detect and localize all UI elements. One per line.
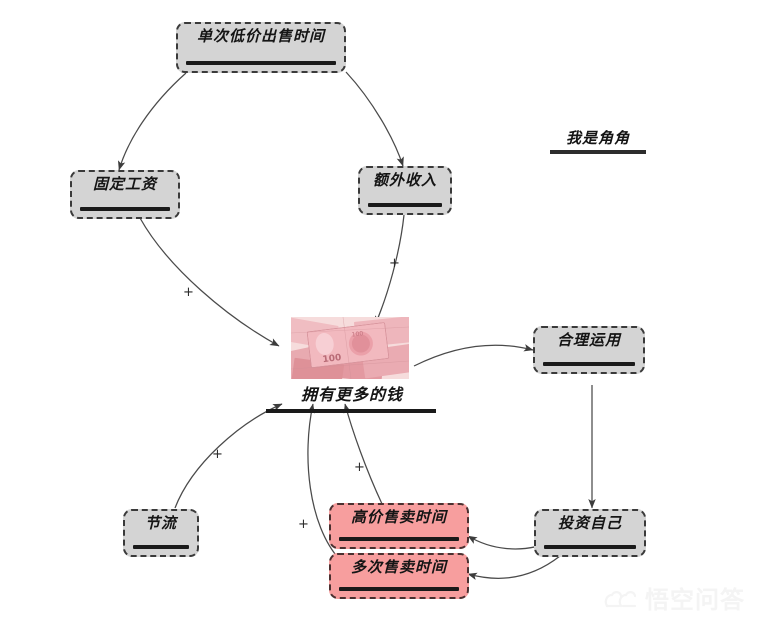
node-have-more-money-caption: 拥有更多的钱: [279, 385, 425, 404]
node-underline: [266, 409, 436, 413]
edge-sign-plus-high-price: +: [354, 460, 365, 475]
node-label: 节流: [144, 514, 177, 532]
edge-sign-plus-multi-sell: +: [298, 517, 309, 532]
watermark-text: 悟空问答: [645, 586, 745, 614]
money-photo-icon: 100 100: [291, 317, 409, 379]
cloud-logo-icon: [604, 591, 637, 608]
node-extra-income[interactable]: 额外收入: [358, 166, 452, 215]
node-underline: [368, 203, 442, 207]
svg-text:100: 100: [351, 330, 363, 338]
edge-n1-n2: [117, 72, 187, 171]
node-fixed-salary[interactable]: 固定工资: [70, 170, 180, 219]
node-label: 多次售卖时间: [350, 558, 447, 576]
node-label: 单次低价出售时间: [196, 27, 325, 45]
edge-sign-plus-savings: +: [212, 447, 223, 462]
author-note-label: 我是角角: [565, 129, 630, 147]
edge-sign-plus-fixed-salary: +: [183, 285, 194, 300]
node-label: 高价售卖时间: [350, 508, 447, 526]
node-underline: [80, 207, 170, 211]
node-have-more-money[interactable]: 100 100 拥有更多的钱: [266, 317, 436, 413]
node-sell-time-at-high-price[interactable]: 高价售卖时间: [329, 503, 469, 549]
node-label: 额外收入: [372, 171, 437, 189]
edge-n4-n5: [413, 344, 534, 367]
edge-n6-n9: [467, 555, 561, 580]
node-invest-in-yourself[interactable]: 投资自己: [534, 509, 646, 557]
node-underline: [133, 545, 189, 549]
author-note-underline: [550, 150, 646, 155]
node-label: 固定工资: [92, 175, 157, 193]
node-label: 合理运用: [556, 331, 621, 349]
node-reduce-expenditure[interactable]: 节流: [123, 509, 199, 557]
node-label: 投资自己: [557, 514, 622, 532]
watermark: 悟空问答: [604, 583, 760, 617]
edge-n2-n4: [139, 217, 280, 347]
edge-n1-n3: [345, 71, 404, 167]
node-label: 拥有更多的钱: [300, 385, 403, 404]
node-underline: [186, 61, 336, 65]
node-underline: [543, 362, 635, 366]
author-note: 我是角角: [550, 128, 646, 155]
svg-text:100: 100: [322, 353, 342, 365]
node-underline: [339, 537, 459, 541]
node-sell-time-multiple-times[interactable]: 多次售卖时间: [329, 553, 469, 599]
edge-n7-n4: [174, 403, 283, 509]
node-underline: [544, 545, 636, 549]
node-single-low-price-sale-time[interactable]: 单次低价出售时间: [176, 22, 346, 73]
edge-sign-plus-extra-income: +: [389, 256, 400, 271]
node-underline: [339, 587, 459, 591]
edge-n8-n4: [343, 403, 384, 507]
node-reasonable-use[interactable]: 合理运用: [533, 326, 645, 374]
